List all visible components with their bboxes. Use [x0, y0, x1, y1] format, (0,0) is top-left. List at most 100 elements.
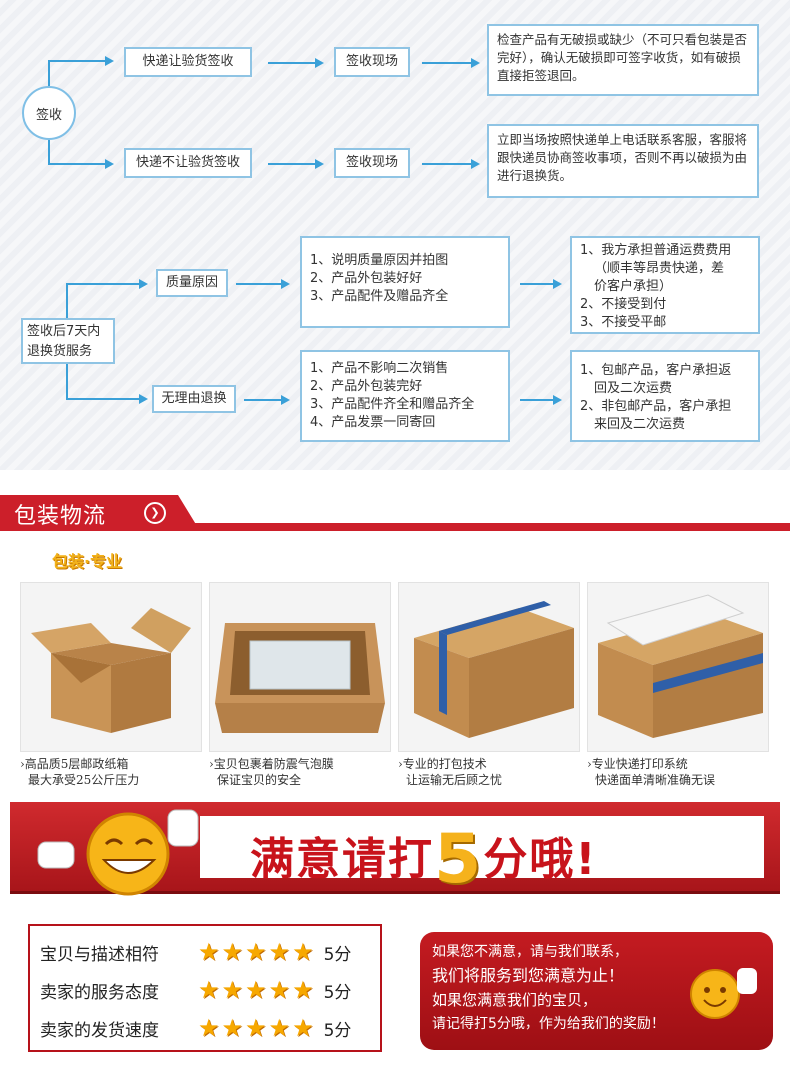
- star-icon: ★: [198, 1014, 220, 1042]
- arrow-icon: [422, 159, 480, 169]
- contact-line: 我们将服务到您满意为止！: [432, 966, 625, 985]
- rating-row: 卖家的发货速度 ★★★★★ 5分: [40, 1009, 380, 1047]
- photo-bubble-wrap: [209, 582, 391, 752]
- banner-message: 满意请打5分哦!: [250, 812, 598, 899]
- conditions-box: 1、说明质量原因并拍图 2、产品外包装好好 3、产品配件及赠品齐全: [300, 236, 510, 328]
- header-bar: [150, 523, 790, 531]
- contact-line: 请记得打5分哦，作为给我们的奖励！: [432, 1016, 665, 1032]
- five-stars-icon[interactable]: ★★★★★: [198, 976, 314, 1004]
- branch-label: 质量原因: [165, 275, 218, 290]
- arrow-icon: [48, 56, 114, 66]
- caption-line: 让运输无后顾之忧: [406, 773, 503, 787]
- step-label: 签收现场: [345, 54, 398, 69]
- condition-item: 3、产品配件齐全和赠品齐全: [310, 397, 475, 412]
- star-icon: ★: [245, 938, 267, 966]
- arrow-icon: [48, 159, 114, 169]
- smiley-thumbs-up-icon: [690, 968, 757, 1019]
- photo-packed-box: [398, 582, 580, 752]
- star-icon: ★: [292, 976, 314, 1004]
- branch-quality: 质量原因: [156, 269, 228, 297]
- return-root-box: 签收后7天内 退换货服务: [21, 318, 115, 364]
- packaging-subtitle: 包装·专业: [52, 552, 123, 571]
- branch-label: 快递让验货签收: [142, 54, 234, 69]
- contact-panel: 如果您不满意，请与我们联系， 我们将服务到您满意为止！ 如果您满意我们的宝贝， …: [420, 932, 773, 1050]
- caption-waybill: ›专业快递打印系统 快递面单清晰准确无误: [587, 756, 769, 788]
- result-item: 1、我方承担普通运费费用: [580, 243, 732, 258]
- branch-no-inspect-signing: 快递不让验货签收: [124, 148, 252, 178]
- sign-circle-label: 签收: [35, 107, 62, 123]
- smiley-thumbs-up-icon: [37, 809, 199, 896]
- arrow-icon: [422, 58, 480, 68]
- rating-score: 5分: [323, 982, 352, 1003]
- five-stars-icon[interactable]: ★★★★★: [198, 938, 314, 966]
- rating-score: 5分: [323, 1020, 352, 1041]
- star-icon: ★: [268, 938, 291, 966]
- arrow-icon: [244, 395, 290, 405]
- result-item: 2、不接受到付: [580, 297, 667, 312]
- caption-bubble-wrap: ›宝贝包裹着防震气泡膜 保证宝贝的安全: [209, 756, 391, 788]
- star-icon: ★: [245, 1014, 267, 1042]
- sign-circle: 签收: [22, 86, 76, 140]
- star-icon: ★: [198, 938, 220, 966]
- result-item: （顺丰等昂贵快递，差: [594, 261, 725, 276]
- return-root-line: 签收后7天内: [27, 324, 101, 339]
- arrow-icon: [66, 279, 148, 289]
- banner-text: 满意请打: [250, 834, 434, 885]
- rating-row: 宝贝与描述相符 ★★★★★ 5分: [40, 933, 380, 971]
- banner-number: 5: [434, 820, 484, 899]
- condition-item: 3、产品配件及赠品齐全: [310, 289, 449, 304]
- branch-no-reason: 无理由退换: [152, 385, 236, 413]
- star-icon: ★: [268, 1014, 291, 1042]
- rating-label: 卖家的发货速度: [40, 1020, 159, 1041]
- caption-line: ›高品质5层邮政纸箱: [20, 757, 129, 771]
- star-icon: ★: [198, 976, 220, 1004]
- note-text: 立即当场按照快递单上电话联系客服，客服将跟快递员协商签收事项，否则不再以破损为由…: [497, 132, 748, 183]
- step-label: 签收现场: [345, 155, 398, 170]
- after-sales-flowchart: 签收 快递让验货签收 签收现场 检查产品有无破损或缺少（不可只看包装是否完好），…: [0, 0, 790, 470]
- results-box: 1、我方承担普通运费费用 （顺丰等昂贵快递，差 价客户承担） 2、不接受到付 3…: [570, 236, 760, 334]
- banner-text: 分哦!: [483, 834, 598, 885]
- connector: [48, 60, 50, 86]
- step-sign-onsite: 签收现场: [334, 47, 410, 77]
- rating-panel: 宝贝与描述相符 ★★★★★ 5分 卖家的服务态度 ★★★★★ 5分 卖家的发货速…: [28, 924, 382, 1052]
- contact-line: 如果您不满意，请与我们联系，: [432, 944, 628, 960]
- star-icon: ★: [292, 1014, 314, 1042]
- section-title: 包装物流: [14, 504, 107, 529]
- result-item: 1、包邮产品，客户承担返: [580, 363, 732, 378]
- arrow-icon: [268, 58, 324, 68]
- five-stars-icon[interactable]: ★★★★★: [198, 1014, 314, 1042]
- arrow-icon: [520, 395, 562, 405]
- packaging-section-header: 包装物流 ❯: [0, 495, 790, 531]
- connector: [48, 140, 50, 164]
- rate-five-banner: 满意请打5分哦!: [10, 802, 780, 899]
- arrow-icon: [268, 159, 324, 169]
- result-item: 来回及二次运费: [594, 417, 686, 432]
- caption-line: 保证宝贝的安全: [217, 773, 302, 787]
- rating-score: 5分: [323, 944, 352, 965]
- condition-item: 1、说明质量原因并拍图: [310, 253, 449, 268]
- star-icon: ★: [221, 1014, 244, 1042]
- result-item: 价客户承担）: [594, 279, 673, 294]
- photo-open-box: [20, 582, 202, 752]
- branch-inspect-signing: 快递让验货签收: [124, 47, 252, 77]
- caption-box-quality: ›高品质5层邮政纸箱 最大承受25公斤压力: [20, 756, 202, 788]
- result-item: 3、不接受平邮: [580, 315, 667, 330]
- caption-line: ›宝贝包裹着防震气泡膜: [209, 757, 334, 771]
- note-box: 立即当场按照快递单上电话联系客服，客服将跟快递员协商签收事项，否则不再以破损为由…: [487, 124, 759, 198]
- note-box: 检查产品有无破损或缺少（不可只看包装是否完好），确认无破损即可签字收货，如有破损…: [487, 24, 759, 96]
- connector: [66, 283, 68, 318]
- star-icon: ★: [221, 976, 244, 1004]
- result-item: 2、非包邮产品，客户承担: [580, 399, 732, 414]
- contact-line: 如果您满意我们的宝贝，: [432, 991, 598, 1009]
- caption-line: ›专业快递打印系统: [587, 757, 688, 771]
- rating-label: 卖家的服务态度: [40, 982, 159, 1003]
- arrow-icon: [520, 279, 562, 289]
- photo-waybill-box: [587, 582, 769, 752]
- branch-label: 快递不让验货签收: [135, 155, 240, 170]
- arrow-icon: [236, 279, 290, 289]
- circle-arrow-icon[interactable]: ❯: [144, 502, 166, 524]
- condition-item: 4、产品发票一同寄回: [310, 415, 436, 430]
- caption-packing: ›专业的打包技术 让运输无后顾之忧: [398, 756, 580, 788]
- condition-item: 2、产品外包装完好: [310, 379, 423, 394]
- step-sign-onsite: 签收现场: [334, 148, 410, 178]
